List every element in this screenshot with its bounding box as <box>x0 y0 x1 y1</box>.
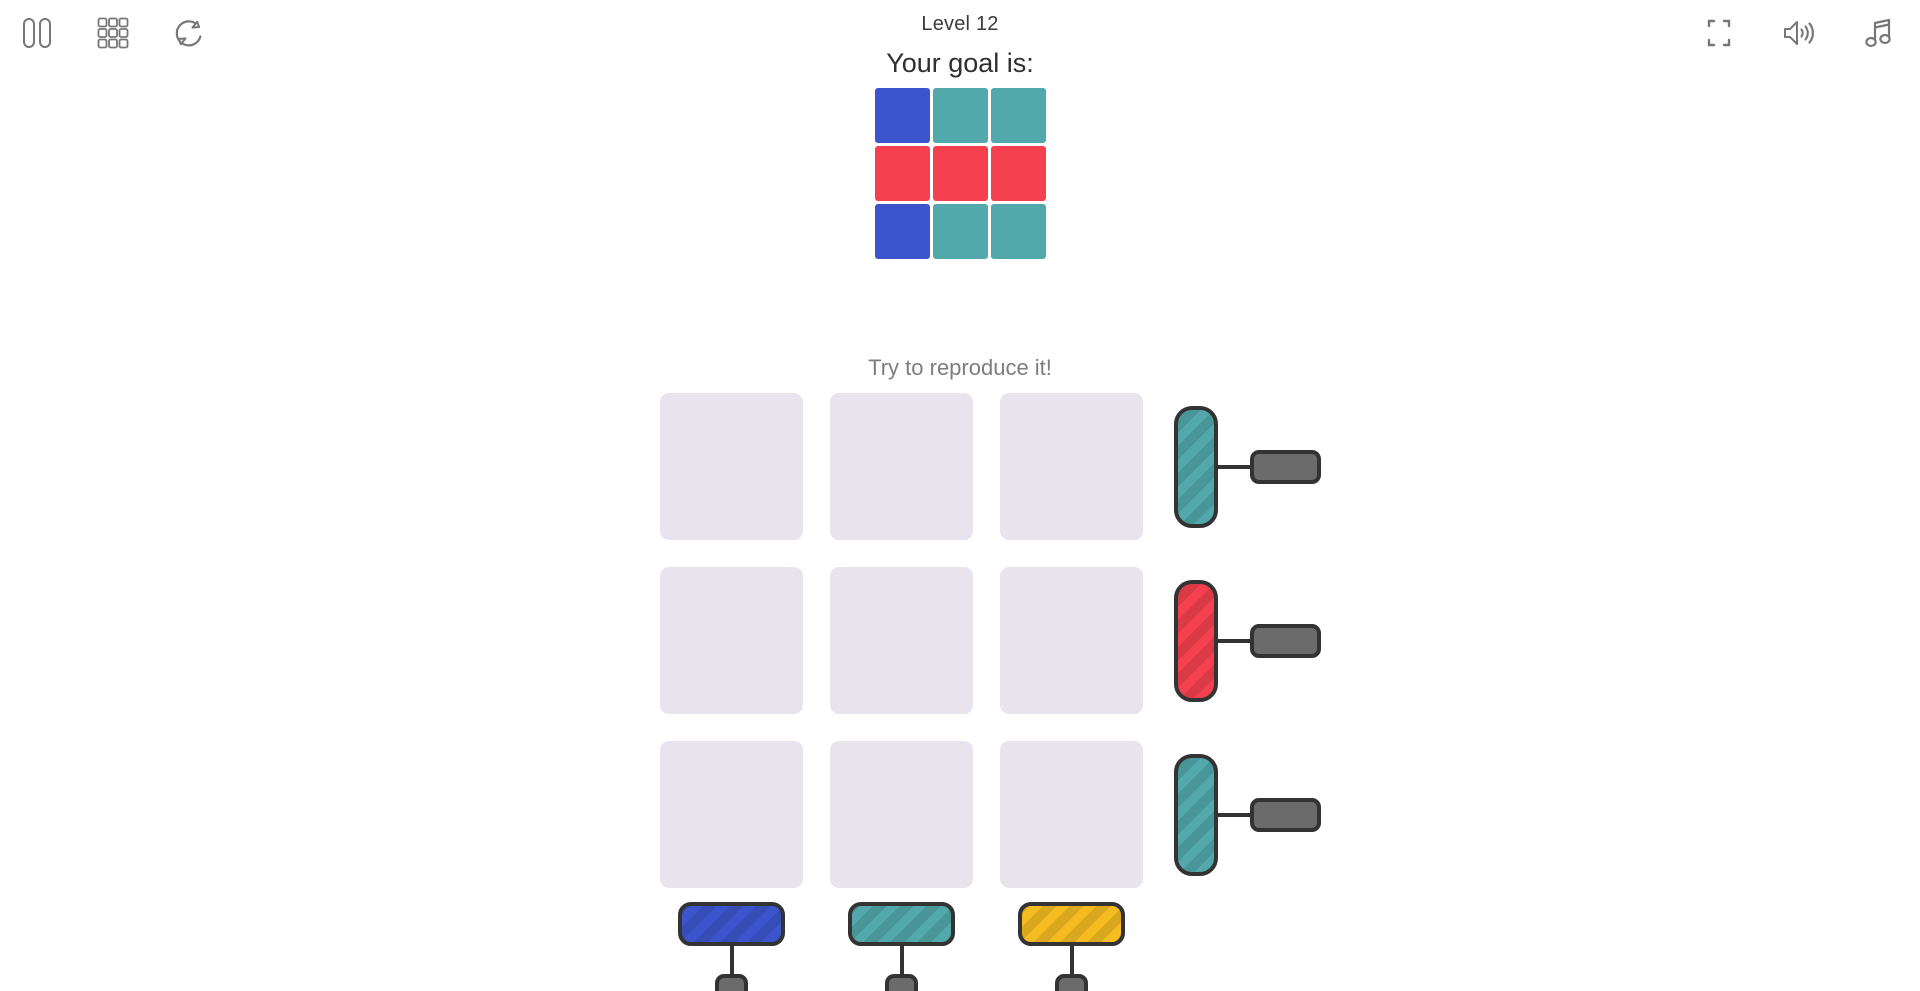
board-cell[interactable] <box>660 567 803 714</box>
board-cell[interactable] <box>830 393 973 540</box>
top-left-controls <box>0 0 212 56</box>
goal-section: Your goal is: <box>0 48 1920 259</box>
goal-cell <box>990 88 1046 143</box>
roller-stem <box>899 946 904 974</box>
goal-cell <box>990 204 1046 259</box>
roller-pad <box>848 902 955 946</box>
pause-icon <box>22 17 52 49</box>
roller-stem <box>1069 946 1074 974</box>
grid-icon <box>97 17 129 49</box>
goal-cell <box>932 204 988 259</box>
row-roller[interactable] <box>1174 753 1321 876</box>
roller-handle[interactable] <box>715 974 748 991</box>
roller-stem <box>1218 638 1250 643</box>
music-button[interactable] <box>1856 10 1902 56</box>
roller-handle[interactable] <box>1250 449 1321 484</box>
goal-cell <box>874 204 930 259</box>
pause-button[interactable] <box>14 10 60 56</box>
column-rollers <box>660 902 1260 991</box>
goal-cell <box>874 88 930 143</box>
roller-stem <box>1218 812 1250 817</box>
sound-button[interactable] <box>1776 10 1822 56</box>
goal-cell <box>932 88 988 143</box>
row-roller[interactable] <box>1174 405 1321 528</box>
roller-pad <box>678 902 785 946</box>
board-row <box>660 741 1321 888</box>
roller-pad <box>1174 753 1218 876</box>
roller-handle[interactable] <box>1250 797 1321 832</box>
top-right-controls <box>1696 0 1902 56</box>
goal-label: Your goal is: <box>886 48 1034 78</box>
board-grid <box>660 393 1321 888</box>
music-note-icon <box>1864 16 1894 50</box>
column-roller[interactable] <box>830 902 973 991</box>
level-title: Level 12 <box>921 13 999 35</box>
fullscreen-icon <box>1702 16 1736 50</box>
fullscreen-button[interactable] <box>1696 10 1742 56</box>
board-row <box>660 393 1321 540</box>
goal-cell <box>932 146 988 201</box>
board-cell[interactable] <box>1000 393 1143 540</box>
goal-cell <box>874 146 930 201</box>
roller-handle[interactable] <box>1055 974 1088 991</box>
goal-grid <box>874 88 1046 259</box>
restart-button[interactable] <box>166 10 212 56</box>
board-cell[interactable] <box>830 567 973 714</box>
restart-icon <box>172 16 206 50</box>
board-section: Try to reproduce it! <box>0 355 1920 991</box>
board-hint: Try to reproduce it! <box>868 355 1052 380</box>
roller-stem <box>729 946 734 974</box>
roller-pad <box>1174 405 1218 528</box>
board-cell[interactable] <box>660 393 803 540</box>
roller-handle[interactable] <box>885 974 918 991</box>
board-area <box>660 393 1321 991</box>
column-roller[interactable] <box>660 902 803 991</box>
roller-stem <box>1218 464 1250 469</box>
board-cell[interactable] <box>1000 567 1143 714</box>
column-roller[interactable] <box>1000 902 1143 991</box>
roller-pad <box>1174 579 1218 702</box>
roller-pad <box>1018 902 1125 946</box>
board-cell[interactable] <box>1000 741 1143 888</box>
board-cell[interactable] <box>830 741 973 888</box>
roller-handle[interactable] <box>1250 623 1321 658</box>
goal-cell <box>990 146 1046 201</box>
speaker-icon <box>1782 18 1816 48</box>
row-roller[interactable] <box>1174 579 1321 702</box>
board-row <box>660 567 1321 714</box>
levels-button[interactable] <box>90 10 136 56</box>
board-cell[interactable] <box>660 741 803 888</box>
